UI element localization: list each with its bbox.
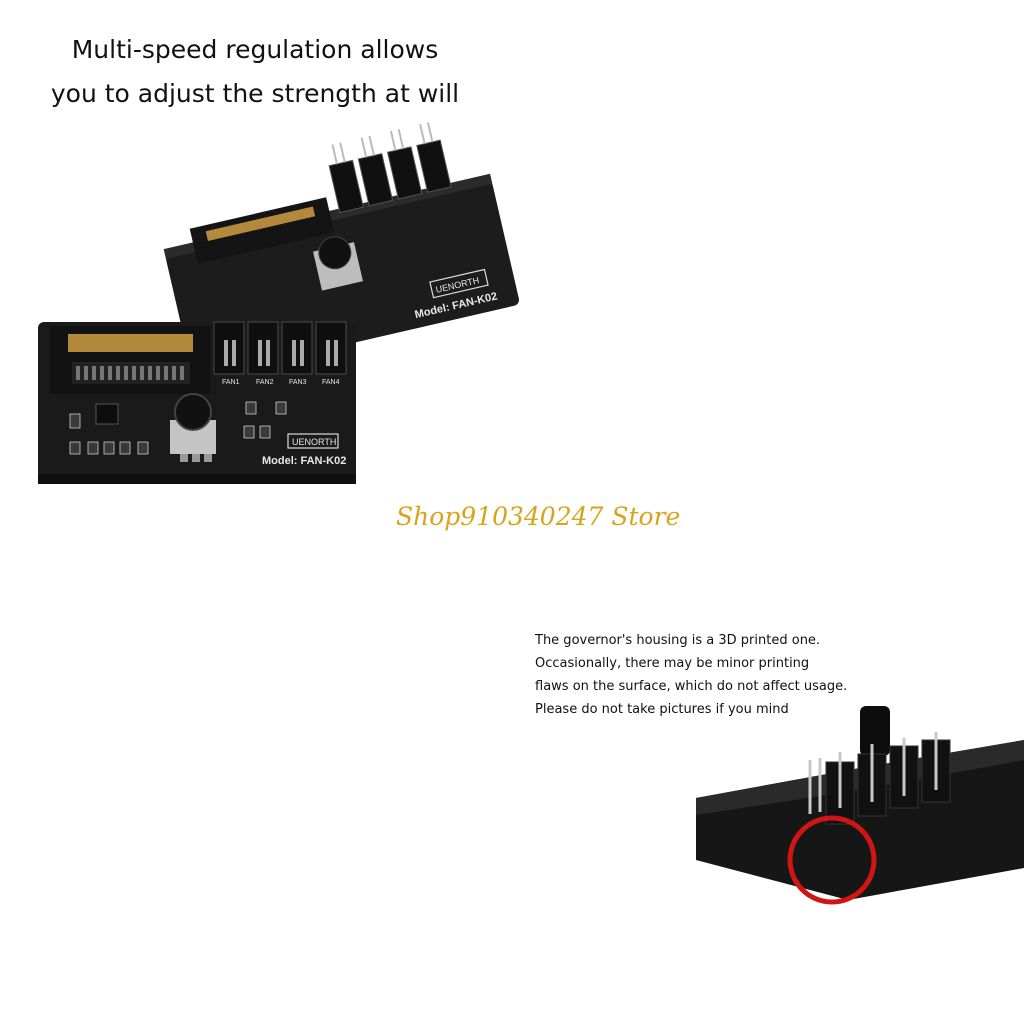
headline: Multi-speed regulation allows you to adj… bbox=[40, 28, 470, 116]
note-line-4: Please do not take pictures if you mind bbox=[535, 702, 789, 717]
front-board-fan-headers bbox=[213, 321, 347, 375]
front-board-fan-label-2: FAN2 bbox=[256, 379, 274, 386]
front-board-model: Model: FAN-K02 bbox=[262, 455, 346, 467]
front-board-fan-label-3: FAN3 bbox=[289, 379, 307, 386]
front-board-fan-label-1: FAN1 bbox=[222, 379, 240, 386]
store-watermark: Shop910340247 Store bbox=[396, 502, 681, 531]
front-board: FAN1 FAN2 FAN3 FAN4 UENORTH Model: FAN-K… bbox=[38, 321, 356, 484]
back-board-fan-headers bbox=[328, 139, 452, 214]
note-line-3: flaws on the surface, which do not affec… bbox=[535, 679, 848, 694]
closeup-photo bbox=[696, 706, 1024, 905]
front-board-brand: UENORTH bbox=[292, 437, 336, 447]
housing-note: The governor's housing is a 3D printed o… bbox=[535, 629, 847, 721]
highlight-circle bbox=[787, 815, 877, 905]
note-line-2: Occasionally, there may be minor printin… bbox=[535, 656, 810, 671]
note-line-1: The governor's housing is a 3D printed o… bbox=[535, 633, 821, 648]
headline-line-1: Multi-speed regulation allows bbox=[71, 35, 439, 64]
front-board-fan-label-4: FAN4 bbox=[322, 379, 340, 386]
headline-line-2: you to adjust the strength at will bbox=[50, 79, 460, 108]
